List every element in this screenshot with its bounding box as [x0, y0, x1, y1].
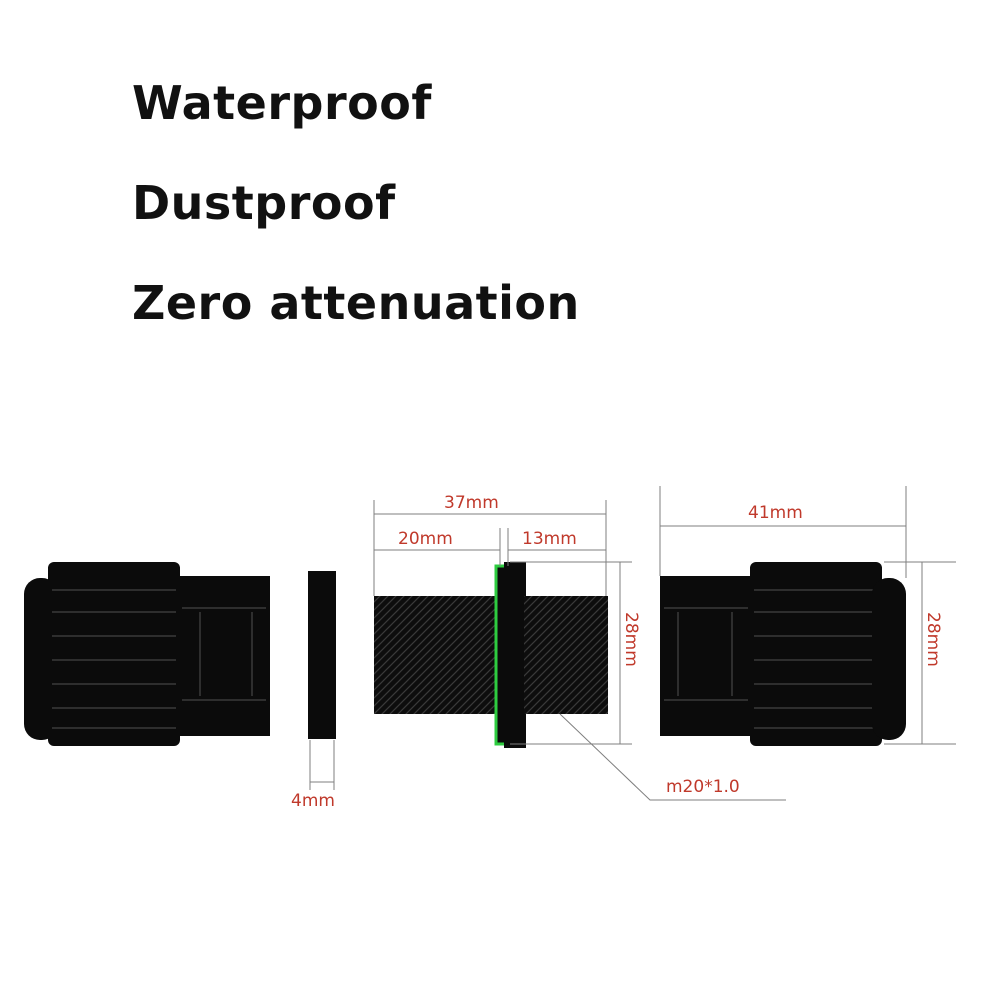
- right-cable-gland: 41mm 28mm: [659, 486, 956, 746]
- body-diameter-label: 28mm: [621, 612, 641, 667]
- right-end-cap: [872, 578, 906, 740]
- thread-spec-label: m20*1.0: [666, 777, 740, 797]
- left-cable-gland: [24, 562, 270, 746]
- left-ribbed-body: [48, 562, 180, 746]
- lock-nut: 4mm: [291, 571, 336, 811]
- total-length-label: 37mm: [444, 493, 499, 513]
- right-hex-body: [660, 576, 752, 736]
- nut-length-label: 41mm: [748, 503, 803, 523]
- lock-nut-body: [308, 571, 336, 739]
- body-flange: [504, 562, 526, 748]
- gland-diameter-label: 28mm: [923, 612, 943, 667]
- body-thread-right: [524, 596, 608, 714]
- thread-section: [374, 596, 500, 714]
- body-length-label: 13mm: [522, 529, 577, 549]
- feature-waterproof: Waterproof: [132, 76, 432, 130]
- feature-dustproof: Dustproof: [132, 176, 396, 230]
- left-hex-body: [178, 576, 270, 736]
- right-ribbed-body: [750, 562, 882, 746]
- nut-thickness-label: 4mm: [291, 791, 335, 811]
- threaded-body: 37mm 20mm 13mm 28mm m20*1.0: [373, 493, 786, 801]
- feature-zero-attenuation: Zero attenuation: [132, 276, 580, 330]
- thread-length-label: 20mm: [398, 529, 453, 549]
